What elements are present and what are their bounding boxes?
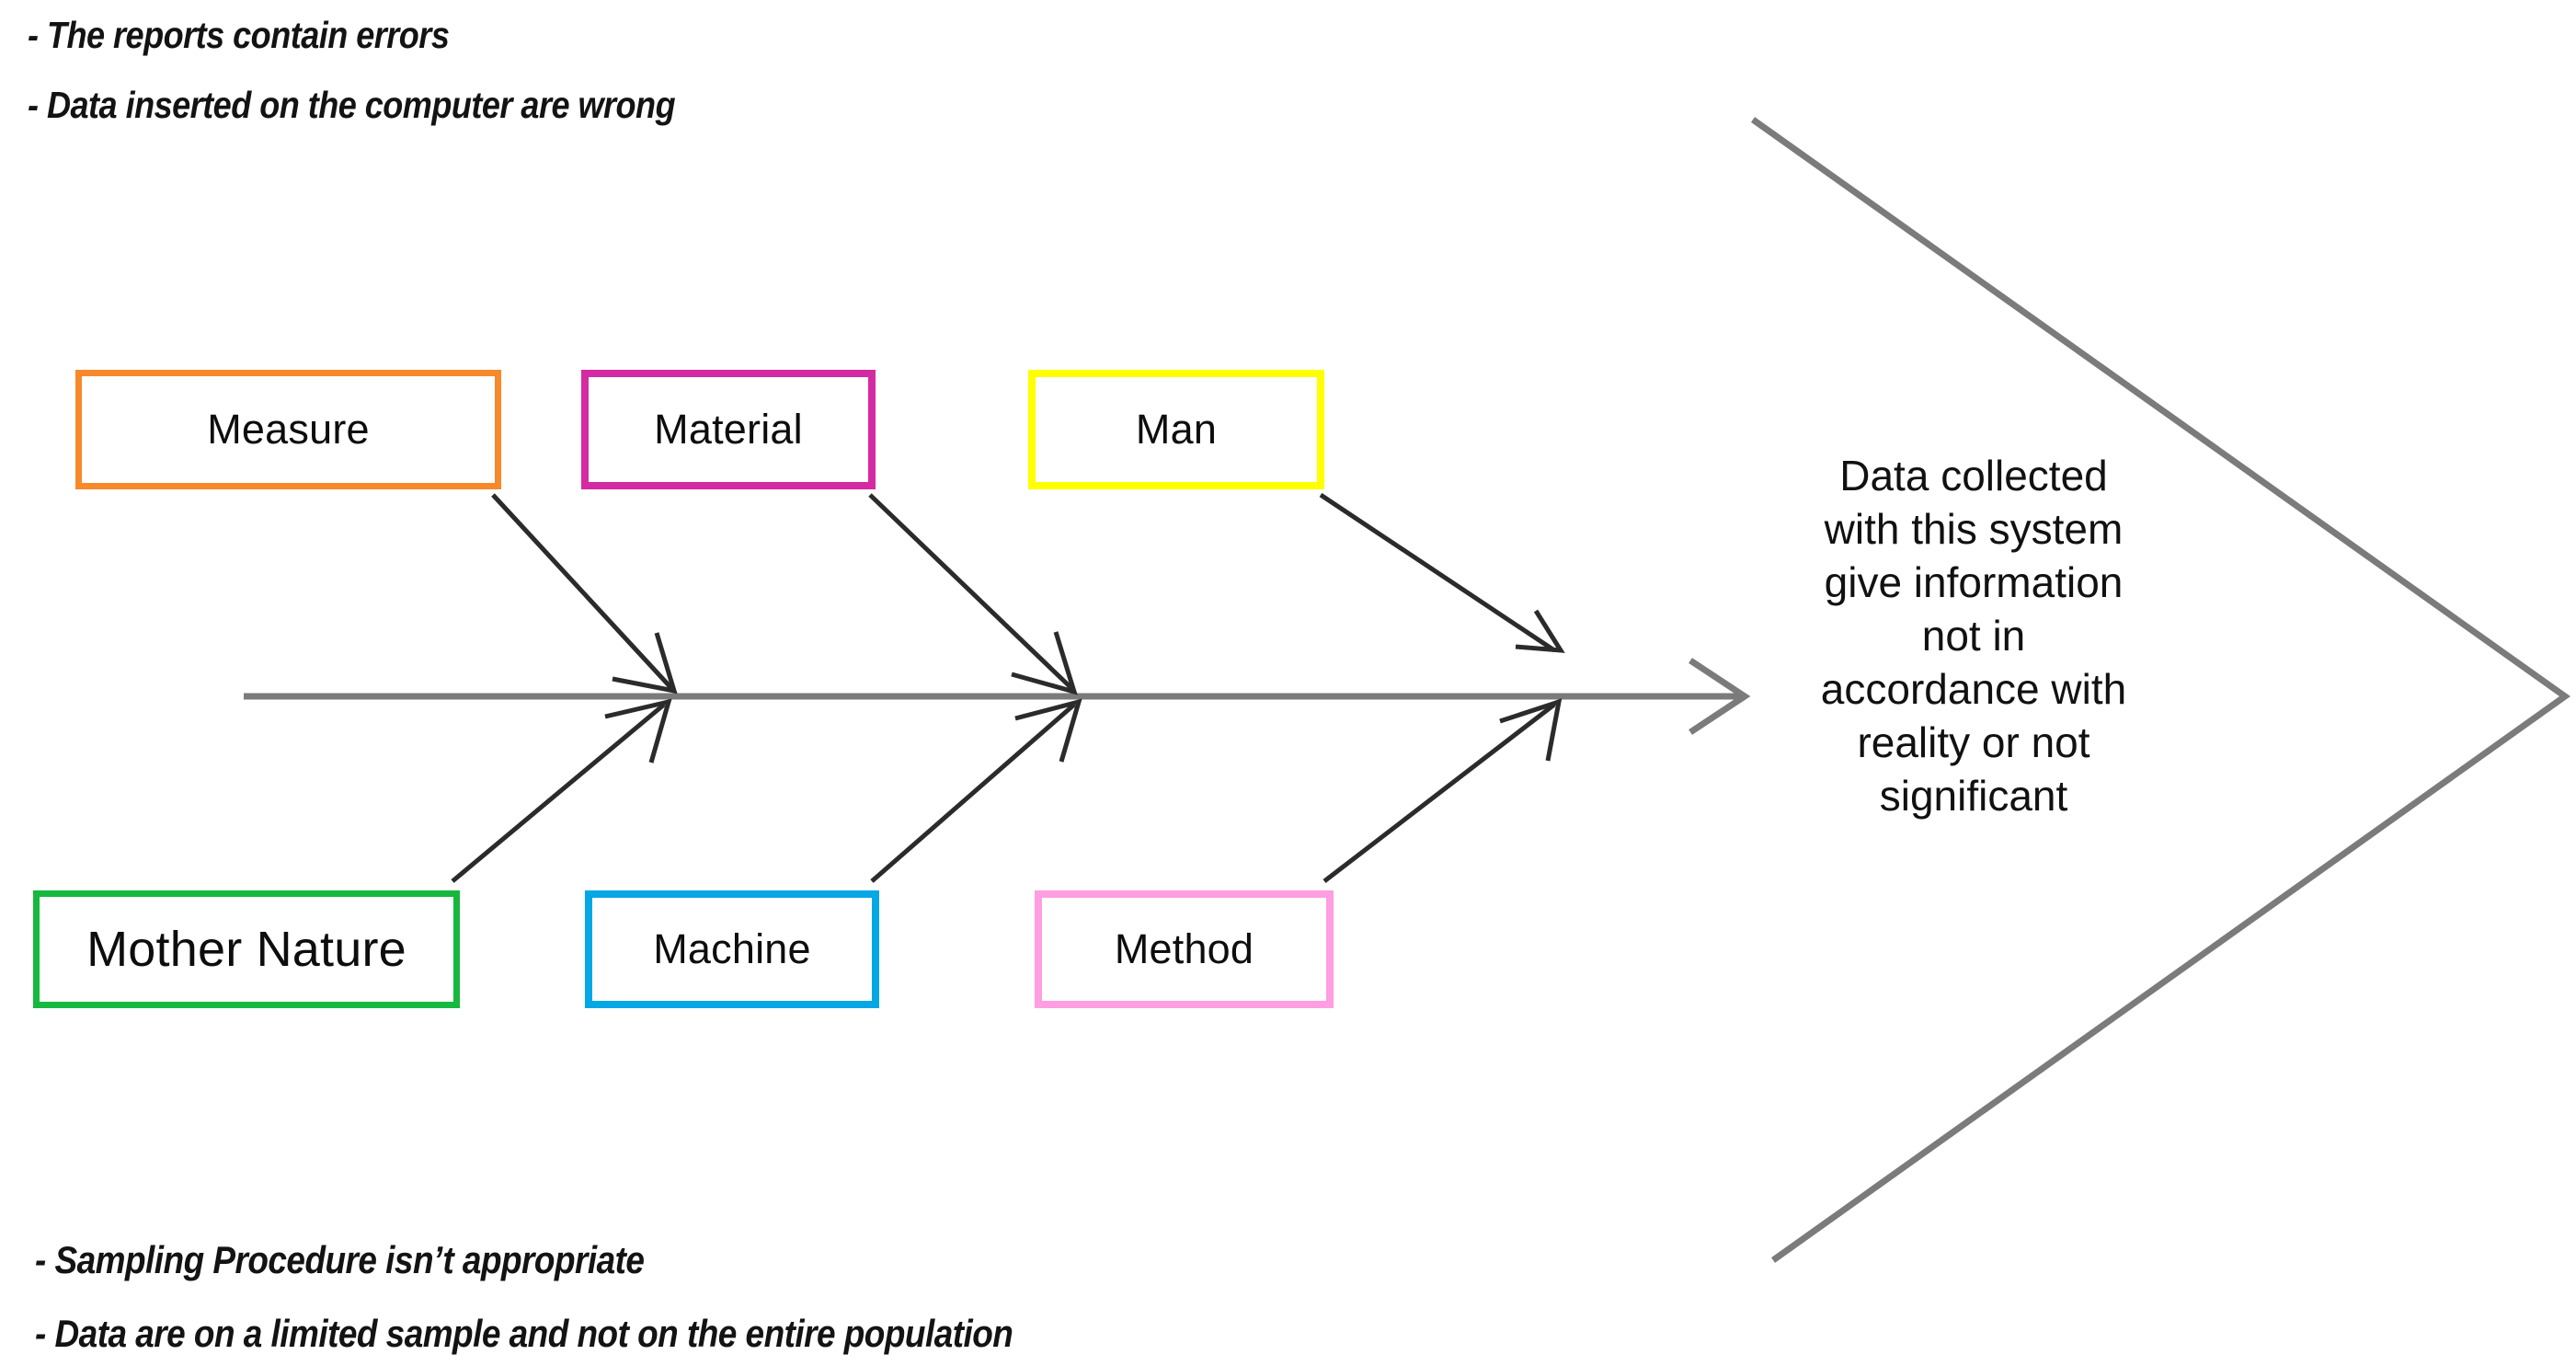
spine-group [244,658,1751,735]
bone-mother-nature-arrowhead [604,698,672,763]
category-box-measure[interactable]: Measure [75,370,501,489]
bone-man [1319,492,1565,653]
bone-material-arrowhead [1011,631,1078,695]
bone-method-line [1322,703,1556,883]
bone-measure-line [491,493,673,690]
bone-method [1322,698,1563,883]
bone-man-line [1319,492,1556,653]
top-notes-block: - The reports contain errors - Data inse… [28,0,763,140]
bone-method-arrowhead [1499,698,1563,762]
bottom-notes-block: - Sampling Procedure isn’t appropriate -… [35,1223,1146,1366]
spine-arrowhead [1689,658,1751,735]
category-label-mother-nature: Mother Nature [86,922,406,977]
bone-mother-nature [451,698,672,883]
bone-measure [491,493,678,694]
bone-machine [870,698,1082,883]
category-box-machine[interactable]: Machine [585,890,879,1008]
effect-line-5: accordance with [1820,665,2127,713]
effect-statement: Data collected with this system give inf… [1775,449,2172,822]
effect-line-1: Data collected [1839,452,2108,499]
bone-material-line [868,493,1073,690]
effect-line-4: not in [1921,612,2026,660]
category-label-material: Material [654,406,803,453]
category-box-man[interactable]: Man [1028,370,1324,489]
category-label-man: Man [1135,406,1218,453]
category-box-method[interactable]: Method [1035,890,1334,1008]
top-note-line-2: - Data inserted on the computer are wron… [28,84,676,126]
bottom-note-line-1: - Sampling Procedure isn’t appropriate [35,1238,645,1281]
effect-line-6: reality or not [1857,718,2090,766]
effect-line-3: give information [1824,558,2124,606]
category-label-measure: Measure [207,406,370,453]
effect-line-2: with this system [1824,505,2124,553]
category-box-mother-nature[interactable]: Mother Nature [33,890,460,1008]
bone-measure-arrowhead [612,632,678,694]
effect-line-7: significant [1879,772,2068,820]
bottom-note-line-2: - Data are on a limited sample and not o… [35,1312,1013,1355]
top-note-line-1: - The reports contain errors [28,14,450,56]
bone-man-arrowhead [1515,609,1565,653]
category-label-machine: Machine [653,925,811,972]
category-box-material[interactable]: Material [581,370,876,489]
bone-machine-line [870,703,1076,883]
category-label-method: Method [1114,925,1254,972]
bone-material [868,493,1078,695]
bone-machine-arrowhead [1014,698,1082,763]
bone-mother-nature-line [451,703,666,883]
